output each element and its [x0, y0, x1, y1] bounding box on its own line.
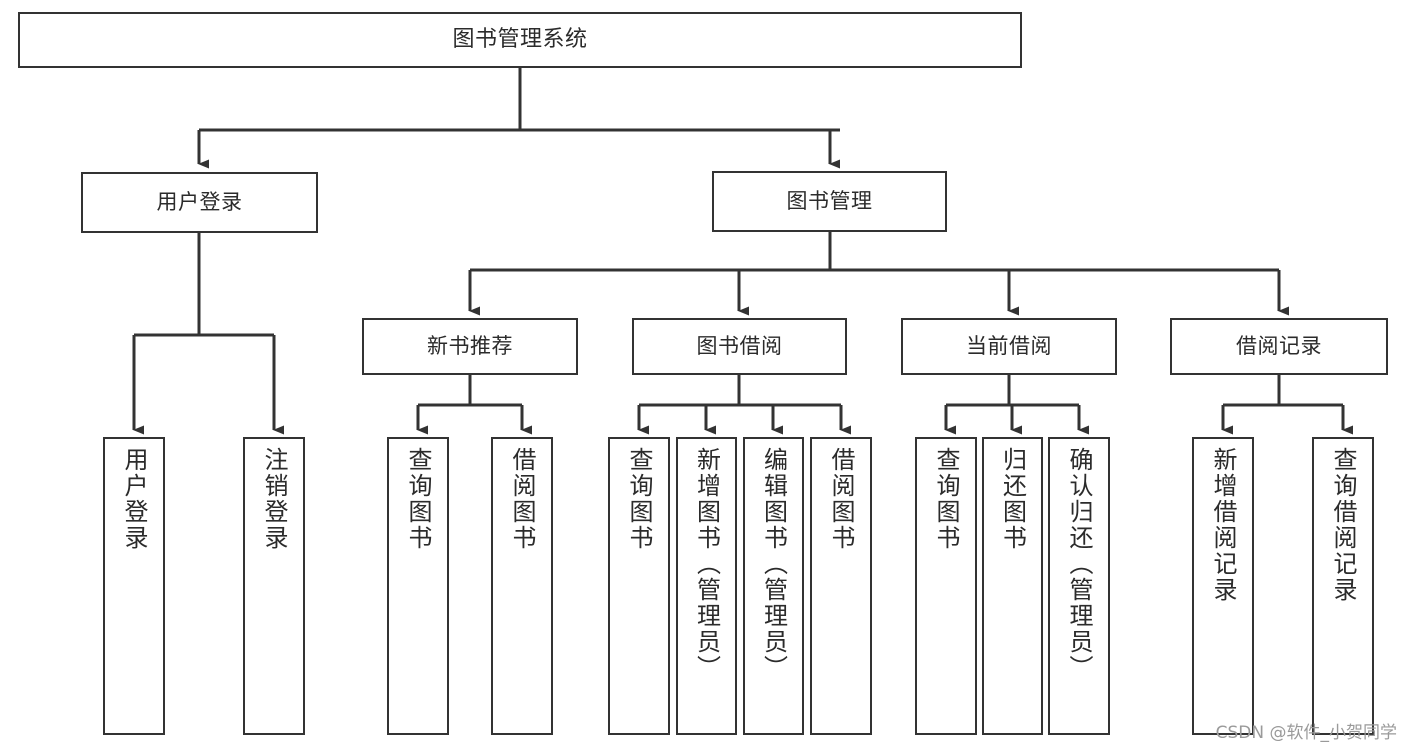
node-book-borrow[interactable]: 图书借阅: [632, 318, 847, 375]
node-label: 查询图书: [625, 447, 653, 551]
node-root-book-management-system[interactable]: 图书管理系统: [18, 12, 1022, 68]
leaf-current-borrow-query-book[interactable]: 查询图书: [915, 437, 977, 735]
node-borrow-record[interactable]: 借阅记录: [1170, 318, 1388, 375]
node-label: 归还图书: [998, 447, 1027, 551]
node-label: 当前借阅: [966, 334, 1052, 359]
node-label: 用户登录: [156, 190, 243, 215]
node-label: 新增借阅记录: [1209, 447, 1237, 603]
leaf-borrow-record-add-record[interactable]: 新增借阅记录: [1192, 437, 1254, 735]
node-label: 图书借阅: [696, 334, 783, 359]
node-new-book-recommend[interactable]: 新书推荐: [362, 318, 578, 375]
node-label: 借阅图书: [508, 447, 536, 551]
node-label: 编辑图书（管理员）: [759, 447, 788, 681]
node-label: 借阅图书: [827, 447, 855, 551]
leaf-book-borrow-query-book[interactable]: 查询图书: [608, 437, 670, 735]
node-label: 查询借阅记录: [1329, 447, 1357, 603]
leaf-user-login-login[interactable]: 用户登录: [103, 437, 165, 735]
node-book-management[interactable]: 图书管理: [712, 171, 947, 232]
node-label: 图书管理系统: [452, 27, 588, 53]
leaf-user-login-logout[interactable]: 注销登录: [243, 437, 305, 735]
node-label: 用户登录: [120, 447, 148, 551]
leaf-current-borrow-return-book[interactable]: 归还图书: [982, 437, 1043, 735]
leaf-current-borrow-confirm-return-admin[interactable]: 确认归还（管理员）: [1048, 437, 1110, 735]
leaf-borrow-record-query-record[interactable]: 查询借阅记录: [1312, 437, 1374, 735]
leaf-book-borrow-add-book-admin[interactable]: 新增图书（管理员）: [676, 437, 737, 735]
leaf-new-book-query-book[interactable]: 查询图书: [387, 437, 449, 735]
node-label: 注销登录: [260, 447, 288, 551]
node-label: 查询图书: [932, 447, 960, 551]
leaf-new-book-borrow-book[interactable]: 借阅图书: [491, 437, 553, 735]
leaf-book-borrow-edit-book-admin[interactable]: 编辑图书（管理员）: [743, 437, 804, 735]
node-label: 查询图书: [404, 447, 432, 551]
watermark-text: CSDN @软件_小贺同学: [1215, 723, 1397, 743]
node-label: 确认归还（管理员）: [1065, 447, 1093, 681]
leaf-book-borrow-borrow-book[interactable]: 借阅图书: [810, 437, 872, 735]
node-label: 新增图书（管理员）: [692, 447, 721, 681]
node-label: 新书推荐: [427, 334, 513, 359]
node-label: 图书管理: [786, 189, 873, 214]
node-user-login[interactable]: 用户登录: [81, 172, 318, 233]
node-current-borrow[interactable]: 当前借阅: [901, 318, 1117, 375]
node-label: 借阅记录: [1236, 334, 1322, 359]
